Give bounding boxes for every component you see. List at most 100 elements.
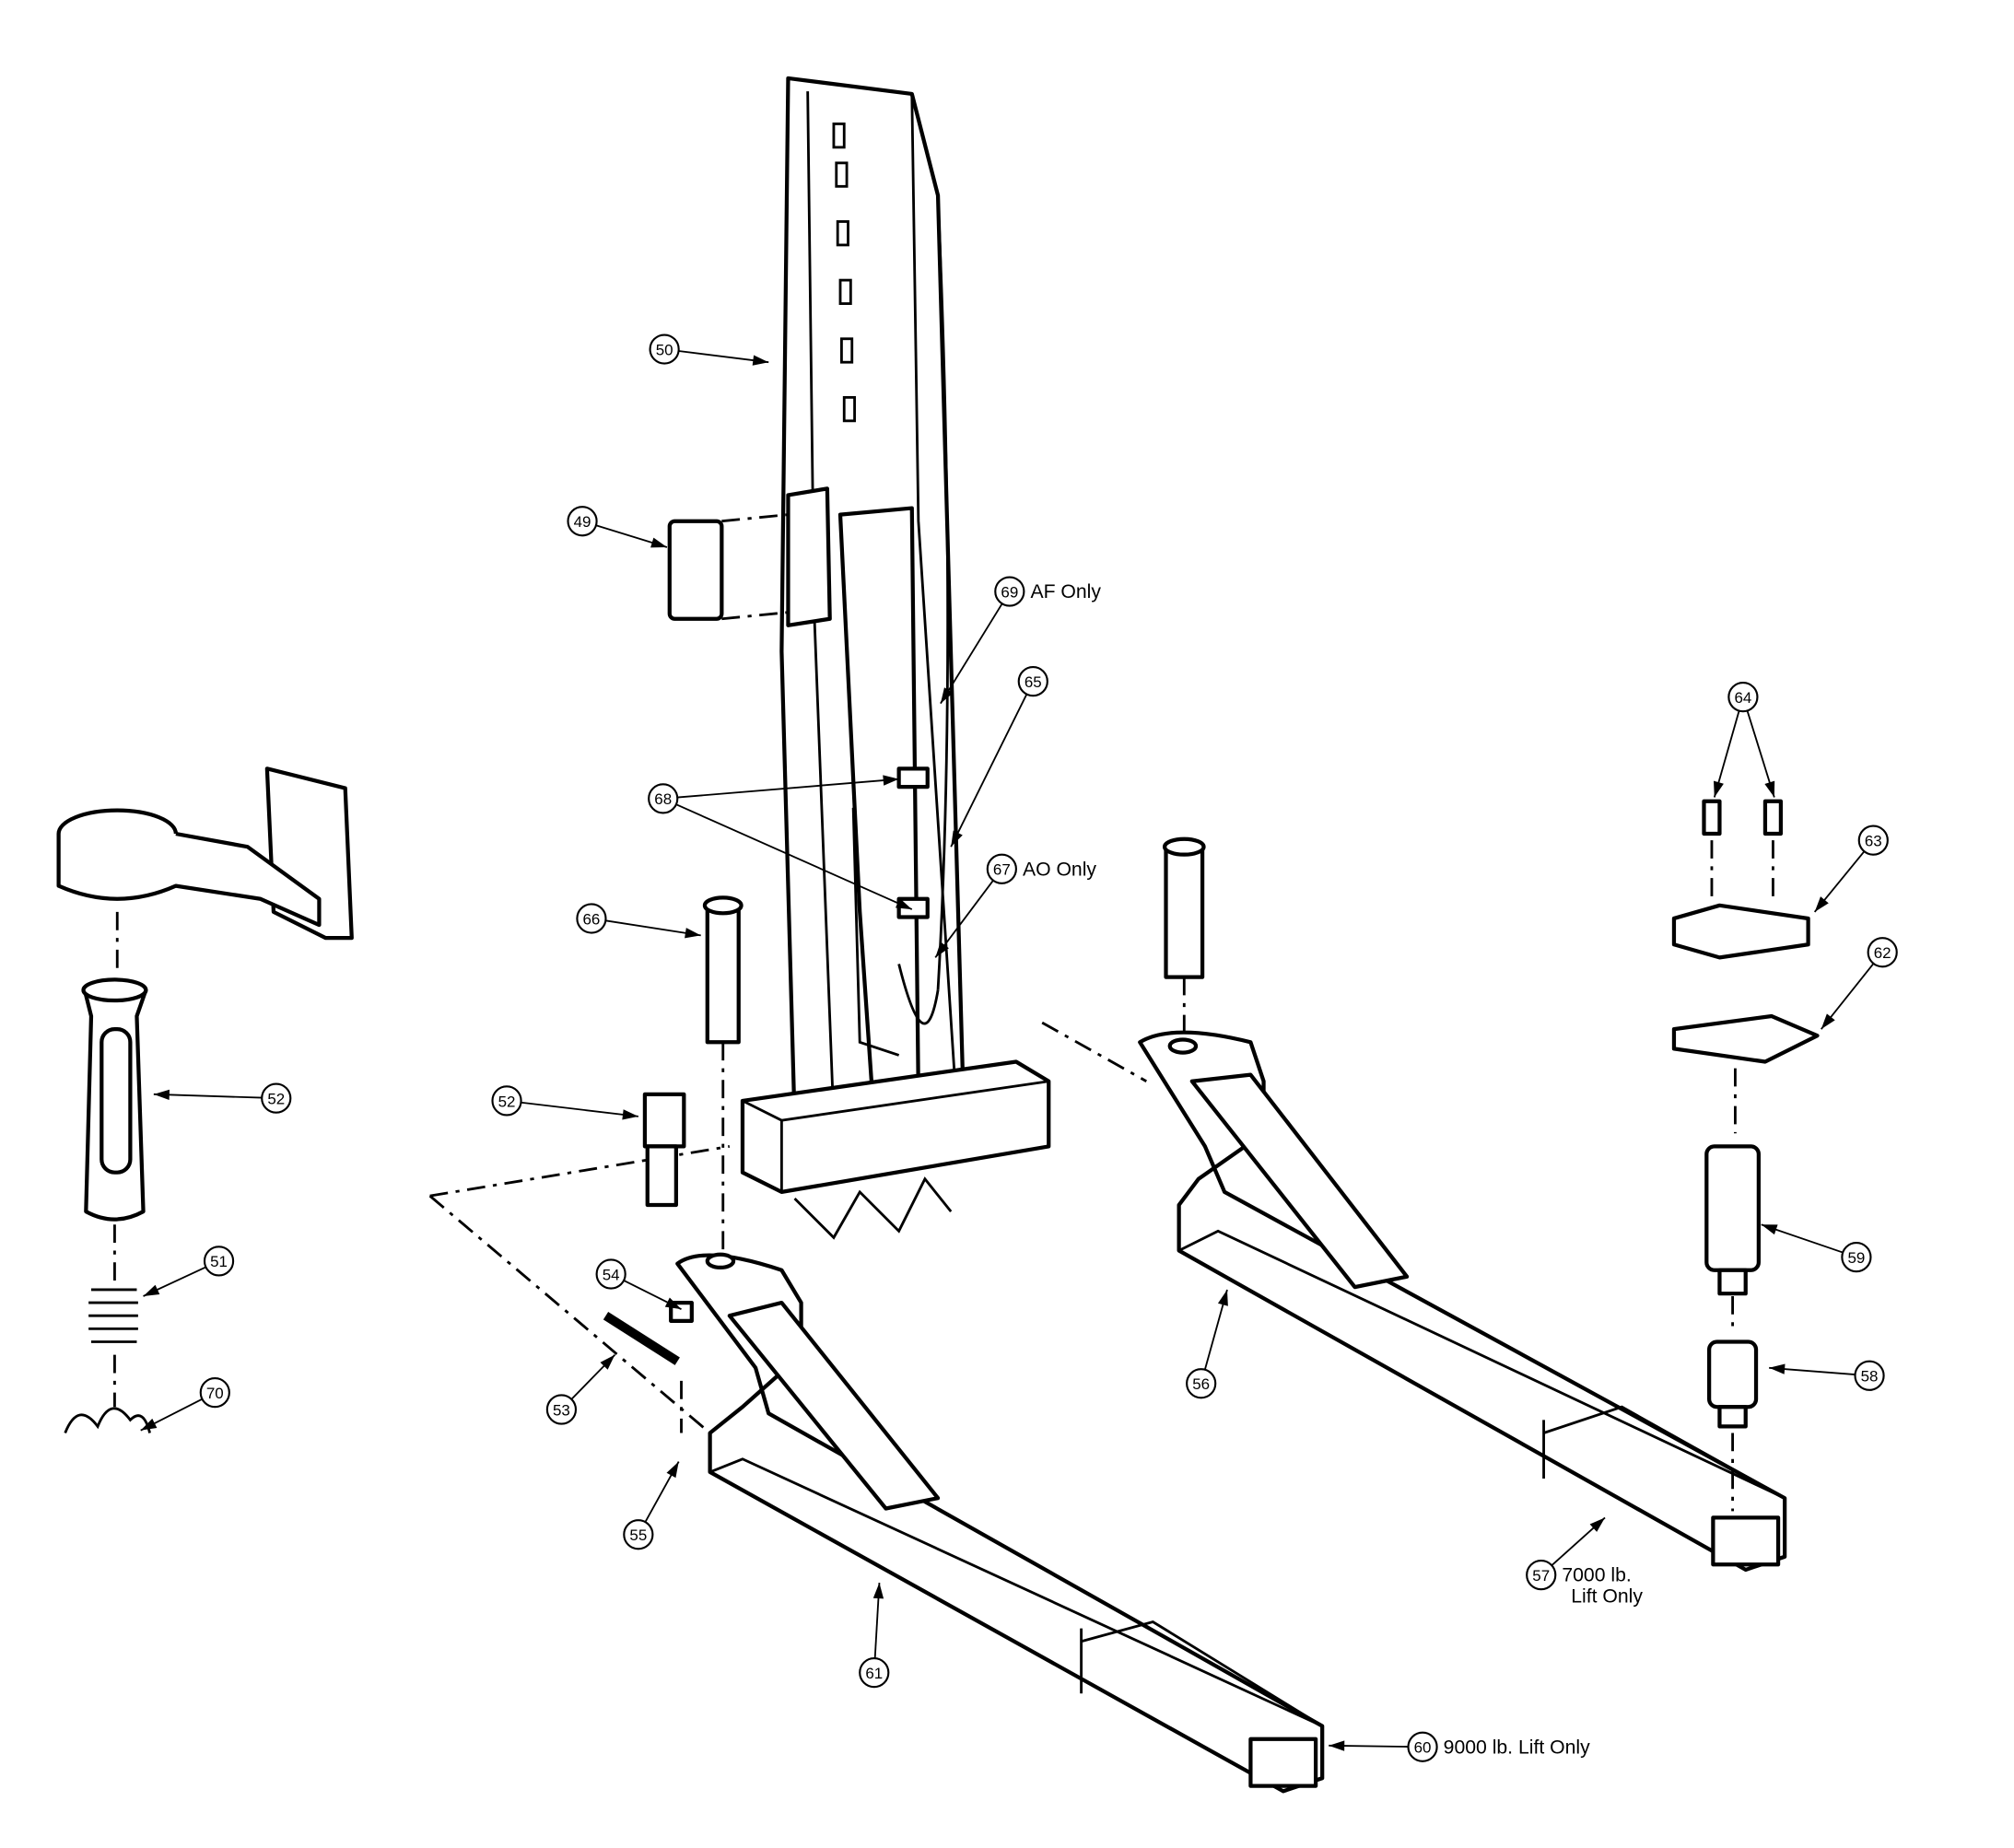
callout-number: 61 — [865, 1665, 883, 1682]
callout-bubble — [1017, 666, 1048, 697]
leader-line — [521, 1101, 638, 1117]
callout-note: Lift Only — [1571, 1585, 1643, 1607]
callout-68: 68 — [648, 775, 913, 910]
arrowhead-icon — [883, 775, 899, 786]
arrowhead-icon — [1764, 780, 1775, 798]
callout-bubble — [649, 333, 680, 365]
arrowhead-icon — [650, 537, 667, 548]
callout-bubble — [595, 1258, 626, 1290]
alignment-line — [428, 1195, 711, 1434]
alignment-line — [1041, 1021, 1147, 1082]
callout-bubble — [1854, 1360, 1885, 1391]
arrowhead-icon — [143, 1284, 160, 1297]
callout-bubble — [1867, 937, 1898, 968]
arrowhead-icon — [140, 1418, 158, 1431]
arrowhead-icon — [1761, 1224, 1778, 1235]
callout-bubble — [1857, 825, 1889, 856]
callout-number: 67 — [993, 861, 1011, 879]
leader-line — [940, 602, 1003, 705]
callout-note: 7000 lb. — [1562, 1565, 1631, 1586]
callout-number: 56 — [1192, 1375, 1210, 1393]
callout-bubble — [994, 576, 1025, 607]
callout-67: 67 AO Only — [934, 853, 1096, 958]
callout-number: 64 — [1734, 689, 1751, 707]
pin-66 — [702, 895, 744, 1257]
callout-number: 50 — [656, 341, 673, 358]
callout-66: 66 — [576, 903, 701, 939]
arm-pin — [1162, 836, 1206, 1043]
callout-number: 54 — [603, 1266, 620, 1283]
screw-53 — [603, 1312, 680, 1365]
callout-53: 53 — [545, 1354, 616, 1425]
callout-number: 59 — [1847, 1249, 1865, 1267]
pin-52-mid — [642, 1092, 686, 1149]
callout-bubble — [1186, 1368, 1217, 1399]
callout-number: 52 — [498, 1093, 516, 1110]
callout-52: 52 — [491, 1085, 638, 1120]
callout-number: 52 — [267, 1090, 285, 1107]
callout-64: 64 — [1713, 681, 1775, 798]
column-part-50 — [779, 76, 966, 1123]
leader-line — [605, 919, 701, 937]
callout-bubble — [1841, 1241, 1872, 1273]
arrowhead-icon — [1814, 896, 1829, 912]
callout-bubble — [1407, 1731, 1438, 1762]
arrowhead-icon — [153, 1089, 170, 1101]
pad-assembly-left — [56, 766, 354, 1434]
callout-bubble — [491, 1085, 522, 1117]
arrowhead-icon — [1714, 780, 1724, 798]
callout-49: 49 — [567, 506, 668, 548]
arrowhead-icon — [1589, 1517, 1606, 1532]
arrowhead-icon — [1821, 1013, 1835, 1030]
callout-number: 51 — [210, 1253, 228, 1270]
callout-bubble — [199, 1377, 230, 1409]
pin-52-mid-lower — [645, 1144, 678, 1208]
callout-bubble — [1727, 681, 1759, 713]
callout-58: 58 — [1769, 1360, 1885, 1391]
callout-51: 51 — [143, 1246, 235, 1297]
callout-65: 65 — [950, 666, 1048, 848]
leader-line — [934, 880, 994, 958]
callout-59: 59 — [1761, 1223, 1872, 1273]
callout-56: 56 — [1186, 1289, 1228, 1399]
callout-bubble — [986, 853, 1017, 884]
callout-number: 57 — [1532, 1567, 1550, 1585]
carriage-base — [740, 1059, 1051, 1240]
callout-number: 69 — [1001, 583, 1018, 601]
callout-52: 52 — [153, 1082, 292, 1114]
callout-bubble — [203, 1246, 235, 1277]
arrowhead-icon — [895, 898, 912, 910]
leader-line — [153, 1093, 263, 1099]
callout-bubble — [545, 1394, 578, 1425]
callout-number: 63 — [1865, 832, 1882, 849]
callout-note: 9000 lb. Lift Only — [1444, 1737, 1590, 1758]
leader-line — [677, 778, 899, 799]
cable — [936, 195, 950, 990]
callout-61: 61 — [859, 1583, 890, 1689]
callout-number: 49 — [574, 513, 591, 531]
callout-54: 54 — [595, 1258, 682, 1310]
arrowhead-icon — [622, 1109, 638, 1120]
arm-61 — [675, 1252, 1325, 1794]
leader-line — [675, 803, 913, 910]
callout-number: 66 — [583, 910, 601, 928]
slide-block-49 — [667, 486, 832, 627]
leader-line — [950, 694, 1028, 848]
arrowhead-icon — [872, 1583, 884, 1599]
callout-bubble — [648, 783, 679, 814]
callout-55: 55 — [623, 1461, 680, 1550]
callout-note: AO Only — [1023, 859, 1096, 880]
callout-note: AF Only — [1030, 581, 1101, 602]
arrowhead-icon — [1329, 1740, 1345, 1751]
callout-number: 55 — [629, 1526, 647, 1544]
arrowhead-icon — [940, 687, 954, 704]
arm-56 — [1138, 1030, 1787, 1573]
callout-number: 68 — [654, 790, 672, 808]
arrowhead-icon — [600, 1354, 615, 1370]
arrowhead-icon — [1769, 1363, 1786, 1374]
arrowhead-icon — [752, 355, 769, 366]
arrowhead-icon — [951, 830, 963, 848]
arrowhead-icon — [1217, 1289, 1228, 1306]
